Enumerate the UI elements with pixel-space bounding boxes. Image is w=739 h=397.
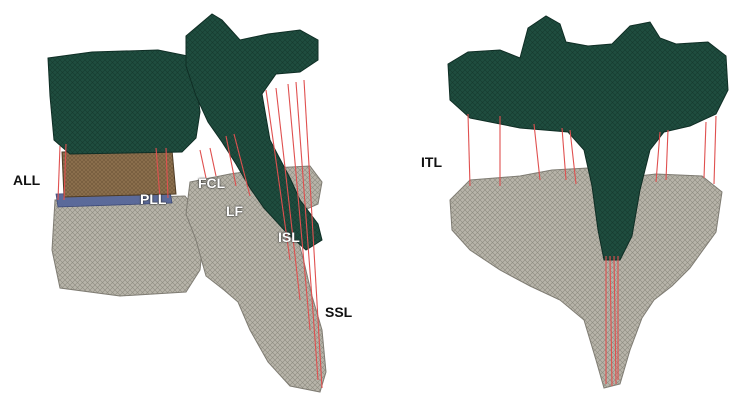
upper-vertebral-body — [48, 50, 200, 154]
label-ssl: SSL — [325, 305, 352, 319]
label-itl: ITL — [421, 155, 442, 169]
lower-vertebra-posterior — [450, 168, 722, 388]
label-all: ALL — [13, 173, 40, 187]
posterior-view — [448, 16, 728, 388]
label-lf: LF — [226, 204, 243, 218]
label-pll: PLL — [140, 192, 166, 206]
lateral-view — [48, 14, 326, 392]
label-isl: ISL — [278, 230, 300, 244]
lower-vertebral-body — [52, 196, 205, 296]
label-fcl: FCL — [198, 176, 225, 190]
